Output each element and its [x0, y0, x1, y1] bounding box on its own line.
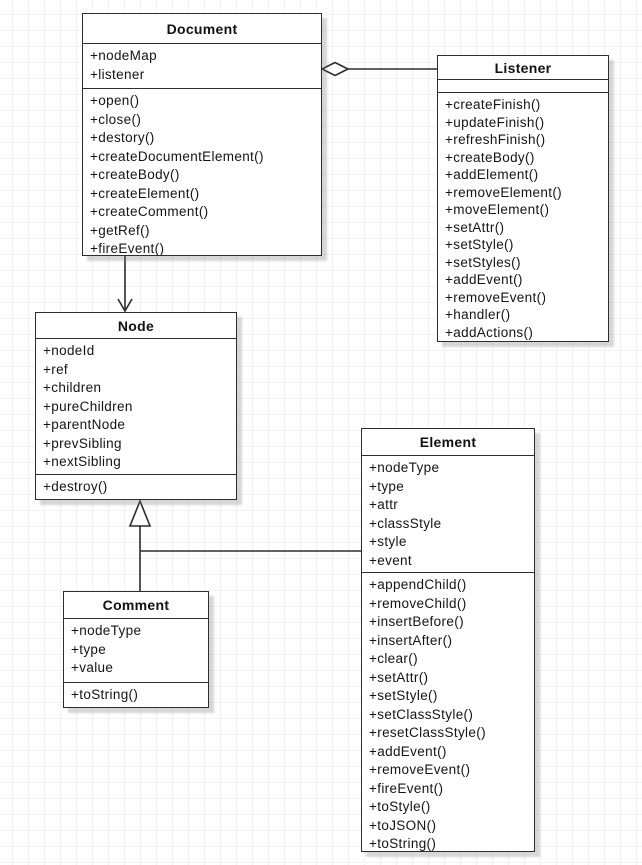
attribute: +nextSibling	[43, 454, 122, 469]
class-title: Document	[83, 14, 321, 44]
method: +appendChild()	[369, 577, 467, 592]
method: +setAttr()	[369, 669, 429, 685]
method: +createComment()	[90, 204, 209, 219]
method: +insertBefore()	[369, 614, 464, 629]
attribute: +attr	[369, 497, 399, 512]
attribute: +ref	[43, 361, 69, 377]
method: +updateFinish()	[445, 114, 545, 130]
class-element[interactable]: Element +nodeType +type +attr +classStyle +s…	[361, 428, 535, 852]
attribute: +value	[71, 660, 114, 675]
attributes-compartment	[438, 80, 608, 93]
methods-compartment: +toString()	[64, 683, 208, 707]
method: +createBody()	[90, 167, 180, 182]
method: +addEvent()	[369, 743, 447, 759]
method: +moveElement()	[445, 202, 550, 217]
attributes-compartment: +nodeType +type +value	[64, 619, 208, 683]
generalization-triangle[interactable]	[128, 498, 152, 527]
attribute: +event	[369, 552, 413, 568]
method: +setStyle()	[369, 688, 438, 703]
method: +createBody()	[445, 149, 535, 165]
class-document[interactable]: Document +nodeMap +listener +open() +close…	[82, 13, 322, 256]
attribute: +nodeType	[71, 623, 142, 638]
method: +toJSON()	[369, 817, 437, 833]
method: +destory()	[90, 130, 155, 145]
method: +createDocumentElement()	[90, 148, 264, 164]
method: +refreshFinish()	[445, 132, 546, 147]
method: +setStyle()	[445, 237, 514, 252]
class-title: Node	[36, 313, 236, 339]
attribute: +classStyle	[369, 515, 442, 531]
aggregation-diamond[interactable]	[320, 61, 350, 77]
attribute: +parentNode	[43, 417, 126, 432]
method: +fireEvent()	[90, 241, 165, 255]
method: +toString()	[369, 836, 437, 851]
method: +setClassStyle()	[369, 706, 474, 722]
attributes-compartment: +nodeMap +listener	[83, 44, 321, 89]
method: +resetClassStyle()	[369, 725, 486, 740]
attribute: +children	[43, 380, 102, 395]
attribute: +type	[369, 478, 405, 494]
methods-compartment: +open() +close() +destory() +createDocument…	[83, 89, 321, 255]
method: +setAttr()	[445, 219, 505, 235]
method: +removeEvent()	[369, 762, 471, 777]
class-title: Comment	[64, 592, 208, 619]
attribute: +nodeMap	[90, 48, 157, 63]
class-title: Element	[362, 429, 534, 456]
attributes-compartment: +nodeType +type +attr +classStyle +style +eve…	[362, 456, 534, 573]
method: +getRef()	[90, 222, 150, 238]
method: +open()	[90, 93, 140, 108]
method: +addElement()	[445, 167, 539, 182]
method: +removeChild()	[369, 595, 467, 611]
attribute: +pureChildren	[43, 398, 133, 414]
methods-compartment: +appendChild() +removeChild() +insertBefor…	[362, 573, 534, 851]
class-title: Listener	[438, 56, 608, 80]
attribute: +listener	[90, 66, 145, 82]
method: +insertAfter()	[369, 632, 453, 648]
methods-compartment: +createFinish() +updateFinish() +refreshFi…	[438, 93, 608, 341]
methods-compartment: +destroy()	[36, 475, 236, 499]
class-listener[interactable]: Listener +createFinish()+updateFinish()+…	[437, 55, 609, 342]
method: +setStyles()	[445, 254, 521, 270]
method: +createFinish()	[445, 97, 541, 112]
method: +clear()	[369, 651, 418, 666]
attribute: +nodeType	[369, 460, 440, 475]
class-comment[interactable]: Comment +nodeType +type +value +toString()	[63, 591, 209, 708]
method: +close()	[90, 111, 142, 127]
attribute: +style	[369, 534, 407, 549]
method: +toStyle()	[369, 799, 431, 814]
attributes-compartment: +nodeId +ref +children +pureChildren +parent…	[36, 339, 236, 475]
attribute: +nodeId	[43, 343, 95, 358]
method: +removeElement()	[445, 184, 563, 200]
open-arrowhead[interactable]	[117, 298, 133, 313]
method: +createElement()	[90, 185, 200, 201]
attribute: +type	[71, 641, 107, 657]
method: +removeEvent()	[445, 289, 547, 305]
method: +fireEvent()	[369, 780, 444, 796]
method: +handler()	[445, 307, 511, 322]
attribute: +prevSibling	[43, 435, 122, 451]
method: +toString()	[71, 687, 139, 702]
class-node[interactable]: Node +nodeId +ref +children +pureChildren +p…	[35, 312, 237, 500]
method: +addEvent()	[445, 272, 523, 287]
method: +destroy()	[43, 479, 108, 494]
method: +addActions()	[445, 324, 534, 340]
